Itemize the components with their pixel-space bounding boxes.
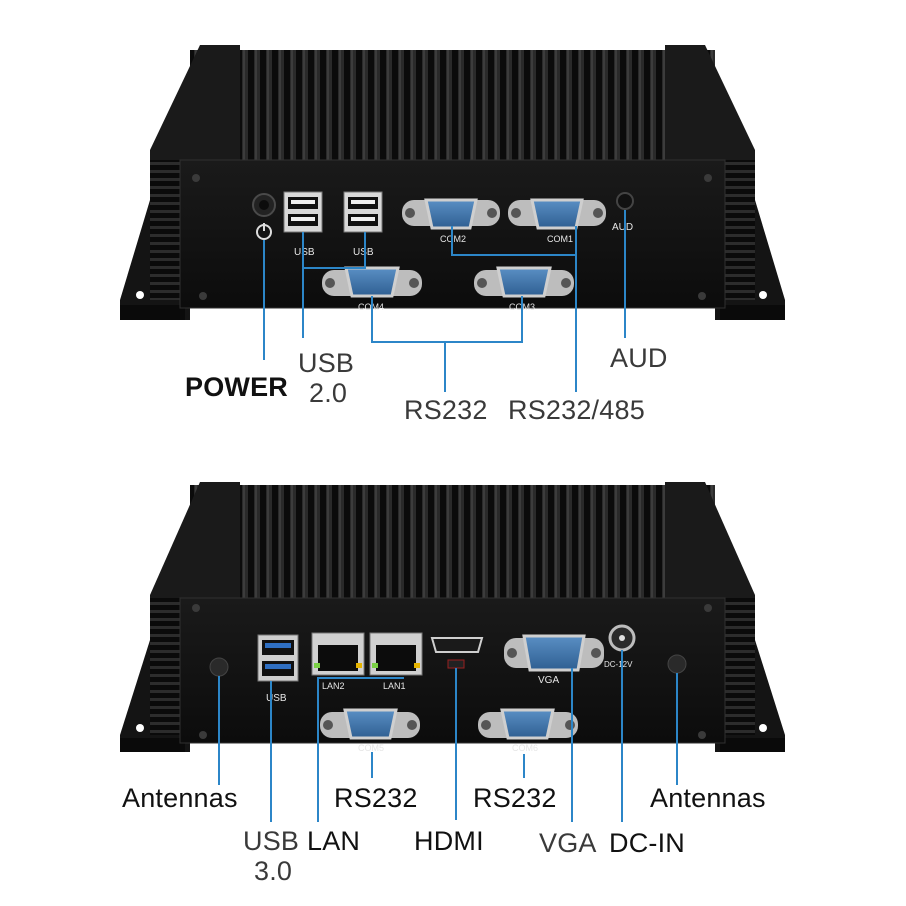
lan2-port xyxy=(311,632,365,676)
callout-antennas-left: Antennas xyxy=(122,783,238,813)
antenna-left xyxy=(209,657,229,677)
callout-rs232-left: RS232 xyxy=(334,783,418,813)
silk-com2: COM2 xyxy=(440,234,466,244)
com4-port xyxy=(322,266,422,298)
usb3-port xyxy=(257,634,299,682)
callout-usb2: USB 2.0 xyxy=(298,348,354,408)
com6-port xyxy=(478,708,578,740)
lan1-port xyxy=(369,632,423,676)
audio-jack xyxy=(616,192,634,210)
com1-port xyxy=(508,198,606,230)
silk-lan1: LAN1 xyxy=(383,681,406,691)
callout-rs232-top: RS232 xyxy=(404,395,488,425)
hdmi-port xyxy=(430,637,484,669)
callout-usb2-line2: 2.0 xyxy=(308,378,348,408)
usb2-port-left xyxy=(283,191,323,233)
callout-aud: AUD xyxy=(610,343,668,373)
usb2-port-right xyxy=(343,191,383,233)
callout-rs232-485: RS232/485 xyxy=(508,395,645,425)
callout-rs232-right: RS232 xyxy=(473,783,557,813)
callout-usb3-line1: USB xyxy=(243,826,300,856)
bottom-heatsink xyxy=(190,485,715,598)
vga-port xyxy=(504,634,604,672)
callout-usb2-line1: USB xyxy=(298,348,355,378)
silk-usb-left: USB xyxy=(294,247,315,258)
silk-com5: COM5 xyxy=(358,743,384,753)
silk-lan2: LAN2 xyxy=(322,681,345,691)
callout-usb3-line2: 3.0 xyxy=(253,856,293,886)
com2-port xyxy=(402,198,500,230)
com5-port xyxy=(320,708,420,740)
callout-lan: LAN xyxy=(307,826,361,856)
silk-vga: VGA xyxy=(538,675,559,686)
com3-port xyxy=(474,266,574,298)
silk-aud: AUD xyxy=(612,222,633,233)
callout-hdmi: HDMI xyxy=(414,826,484,856)
top-heatsink xyxy=(190,50,715,160)
callout-usb3: USB 3.0 xyxy=(243,826,299,886)
silk-com1: COM1 xyxy=(547,234,573,244)
callout-vga: VGA xyxy=(539,828,597,858)
bottom-leader-lines xyxy=(218,650,678,822)
silk-usb3: USB xyxy=(266,693,287,704)
silk-usb-right: USB xyxy=(353,247,374,258)
top-device: USB USB COM2 COM1 AUD COM4 COM3 xyxy=(120,45,785,392)
silk-com6: COM6 xyxy=(512,743,538,753)
top-leader-lines xyxy=(263,210,626,392)
silk-dc: DC-12V xyxy=(604,660,633,669)
callout-dc-in: DC-IN xyxy=(609,828,685,858)
callout-power: POWER xyxy=(185,372,289,402)
callout-antennas-right: Antennas xyxy=(650,783,766,813)
bottom-device: USB LAN2 LAN1 VGA DC-12V COM5 COM6 xyxy=(120,482,785,822)
antenna-right xyxy=(667,654,687,674)
